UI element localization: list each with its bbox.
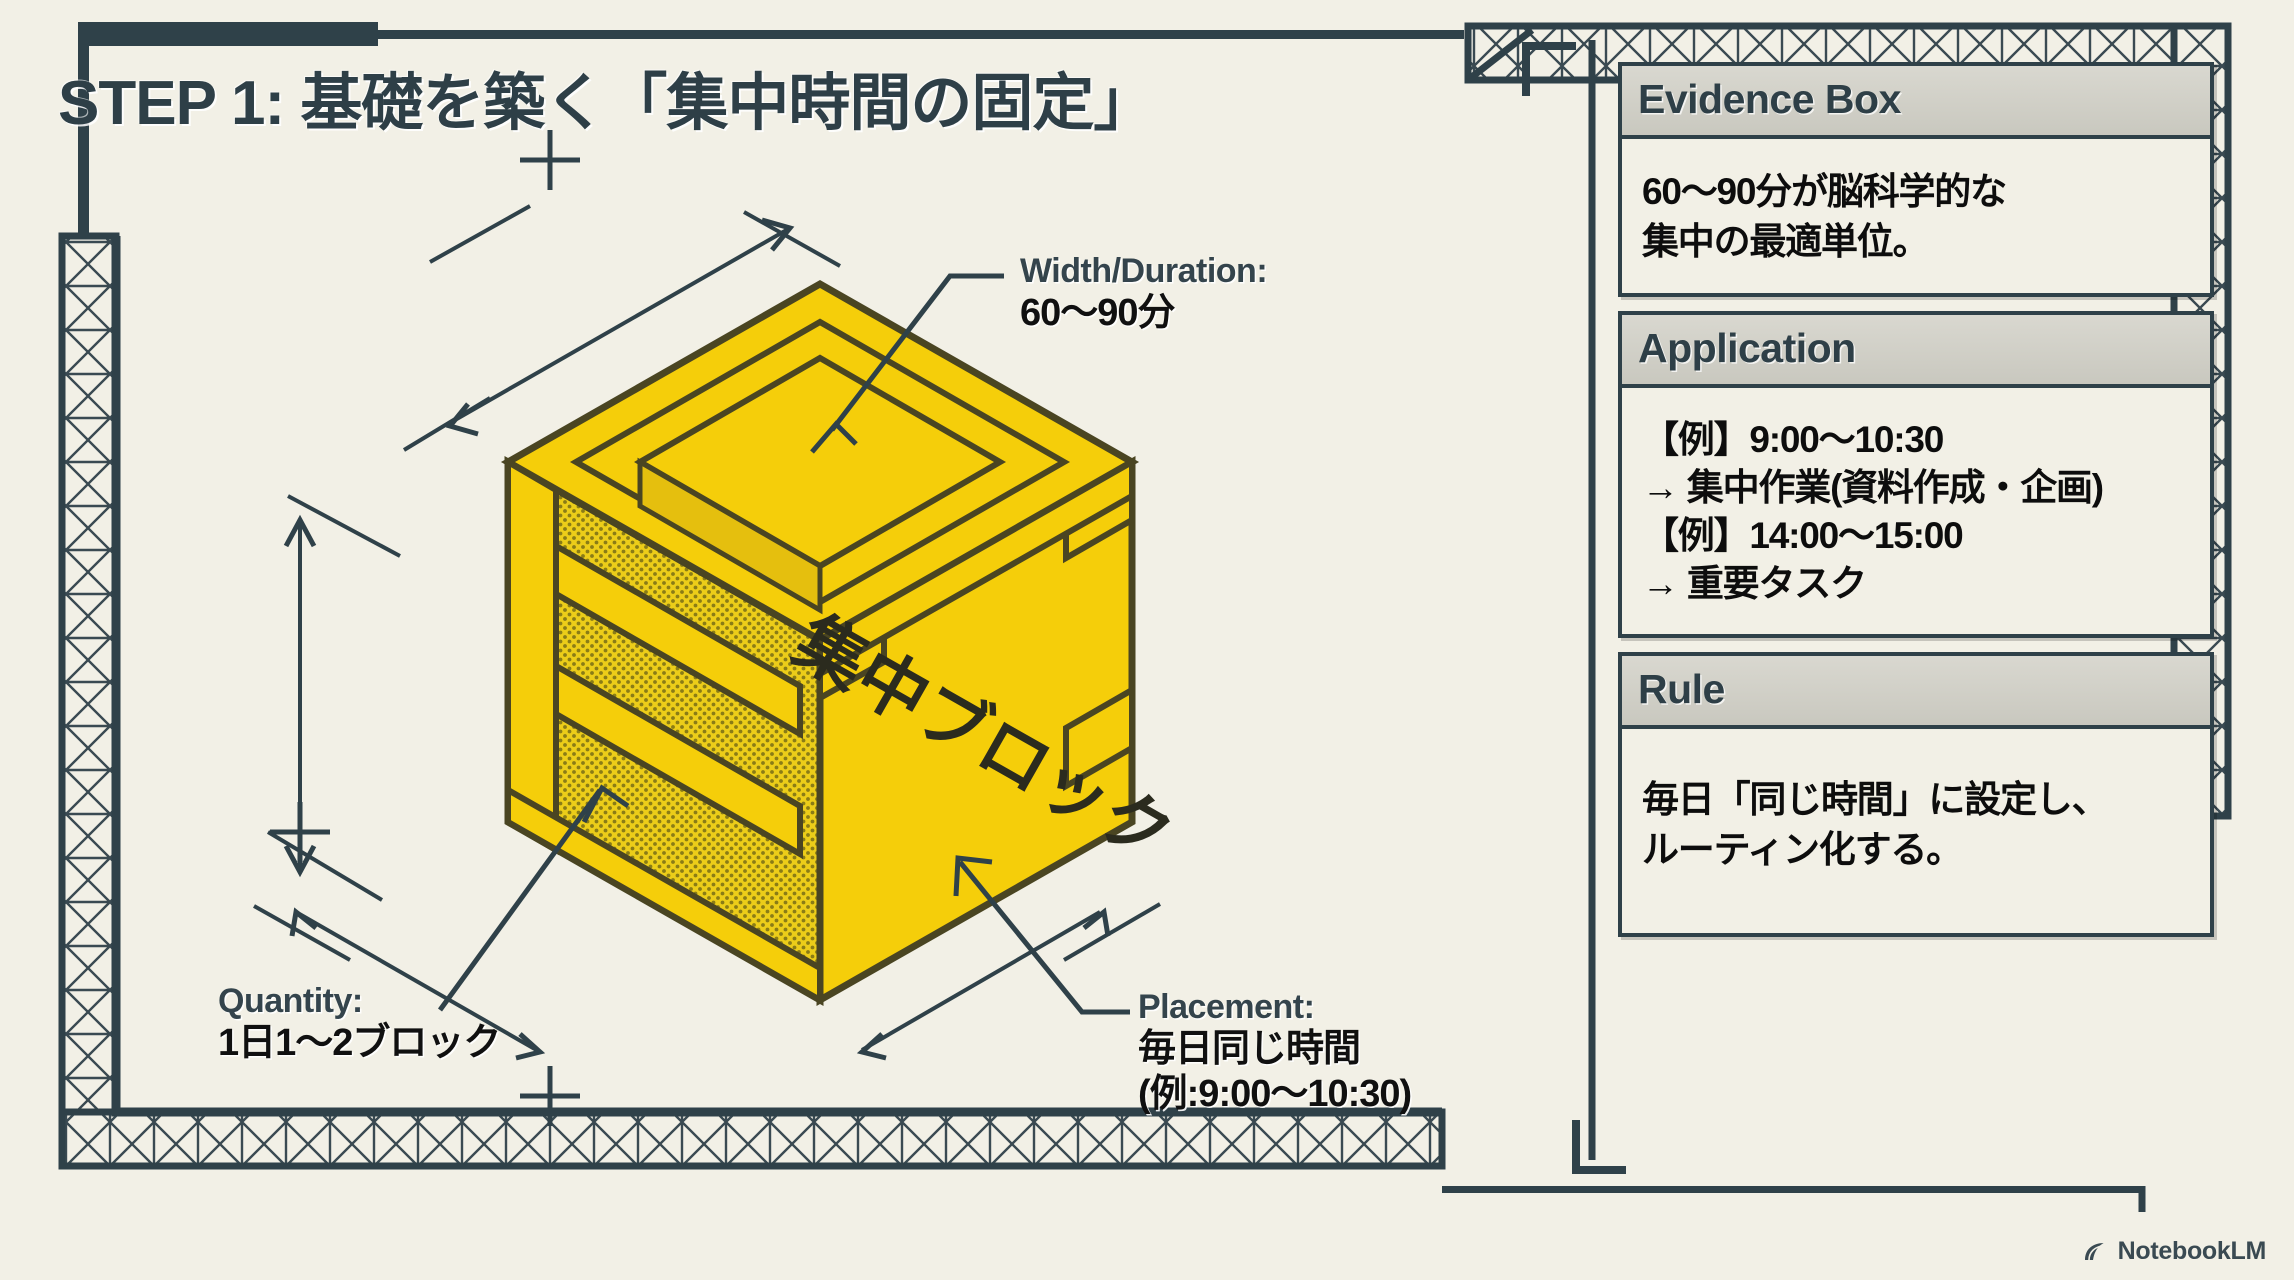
crate-right-face (816, 455, 1136, 1007)
card-evidence-box-header: Evidence Box (1622, 66, 2210, 139)
card-evidence-box-line-2: 集中の最適単位。 (1642, 220, 1930, 262)
card-application-line-2: → 集中作業(資料作成・企画) (1642, 466, 2104, 508)
annotation-placement-eng: Placement: (1138, 988, 1315, 1026)
crate-top-face (500, 279, 1140, 645)
block-face-label: 集中ブロック (781, 601, 1186, 877)
card-application-header-label: Application (1638, 324, 1856, 371)
card-rule-header-label: Rule (1638, 666, 1725, 713)
page-title: STEP 1: 基礎を築く「集中時間の固定」 (58, 69, 1155, 138)
crate-left-slats (553, 540, 803, 860)
registration-crosshairs (270, 130, 850, 1126)
annotation-quantity-jp: 1日1〜2ブロック (218, 1022, 501, 1064)
card-evidence-box: Evidence Box 60〜90分が脳科学的な 集中の最適単位。 (1618, 62, 2214, 297)
annotation-placement-jp-1: 毎日同じ時間 (1138, 1028, 1361, 1070)
annotation-quantity: Quantity: 1日1〜2ブロック (218, 982, 501, 1066)
dimension-arrowheads (283, 217, 1111, 1061)
notebooklm-watermark: NotebookLM (2081, 1237, 2266, 1266)
leader-line-placement (953, 855, 1130, 1015)
notebooklm-spiral-icon (2084, 1242, 2104, 1260)
annotation-width-duration: Width/Duration: 60〜90分 (1020, 252, 1268, 336)
crate-right-corner-brackets (817, 456, 1135, 792)
notebooklm-watermark-label: NotebookLM (2117, 1237, 2267, 1265)
card-rule-line-2: ルーティン化する。 (1642, 829, 1963, 871)
frame-truss-bottom (58, 1108, 1446, 1170)
leader-line-quantity (437, 784, 630, 1012)
card-application-body: 【例】9:00〜10:30 → 集中作業(資料作成・企画) 【例】14:00〜1… (1622, 388, 2210, 634)
card-rule-body: 毎日「同じ時間」に設定し、 ルーティン化する。 (1622, 729, 2210, 933)
card-application-header: Application (1622, 314, 2210, 388)
card-rule-line-1: 毎日「同じ時間」に設定し、 (1642, 779, 2109, 821)
crate-left-face (504, 455, 824, 1007)
annotation-placement-jp-2: (例:9:00〜10:30) (1138, 1072, 1412, 1115)
card-rule: Rule 毎日「同じ時間」に設定し、 ルーティン化する。 (1618, 652, 2214, 938)
sidebar: Evidence Box 60〜90分が脳科学的な 集中の最適単位。 Appli… (1618, 62, 2214, 938)
annotation-quantity-eng: Quantity: (218, 982, 363, 1020)
card-evidence-box-line-1: 60〜90分が脳科学的な (1642, 171, 2007, 212)
card-application-line-3: 【例】14:00〜15:00 (1642, 515, 1964, 557)
card-rule-header: Rule (1622, 656, 2210, 730)
leader-line-width (810, 273, 1004, 454)
crate-left-post (505, 456, 559, 856)
card-application-line-1: 【例】9:00〜10:30 (1642, 418, 1944, 460)
frame-truss-left (58, 232, 120, 1170)
card-application-line-4: → 重要タスク (1642, 563, 1867, 605)
card-evidence-box-body: 60〜90分が脳科学的な 集中の最適単位。 (1622, 139, 2210, 293)
card-application: Application 【例】9:00〜10:30 → 集中作業(資料作成・企画… (1618, 310, 2214, 639)
annotation-placement: Placement: 毎日同じ時間 (例:9:00〜10:30) (1138, 988, 1412, 1117)
annotation-width-duration-eng: Width/Duration: (1020, 252, 1268, 290)
annotation-width-duration-jp: 60〜90分 (1020, 292, 1176, 334)
card-evidence-box-header-label: Evidence Box (1638, 76, 1901, 122)
